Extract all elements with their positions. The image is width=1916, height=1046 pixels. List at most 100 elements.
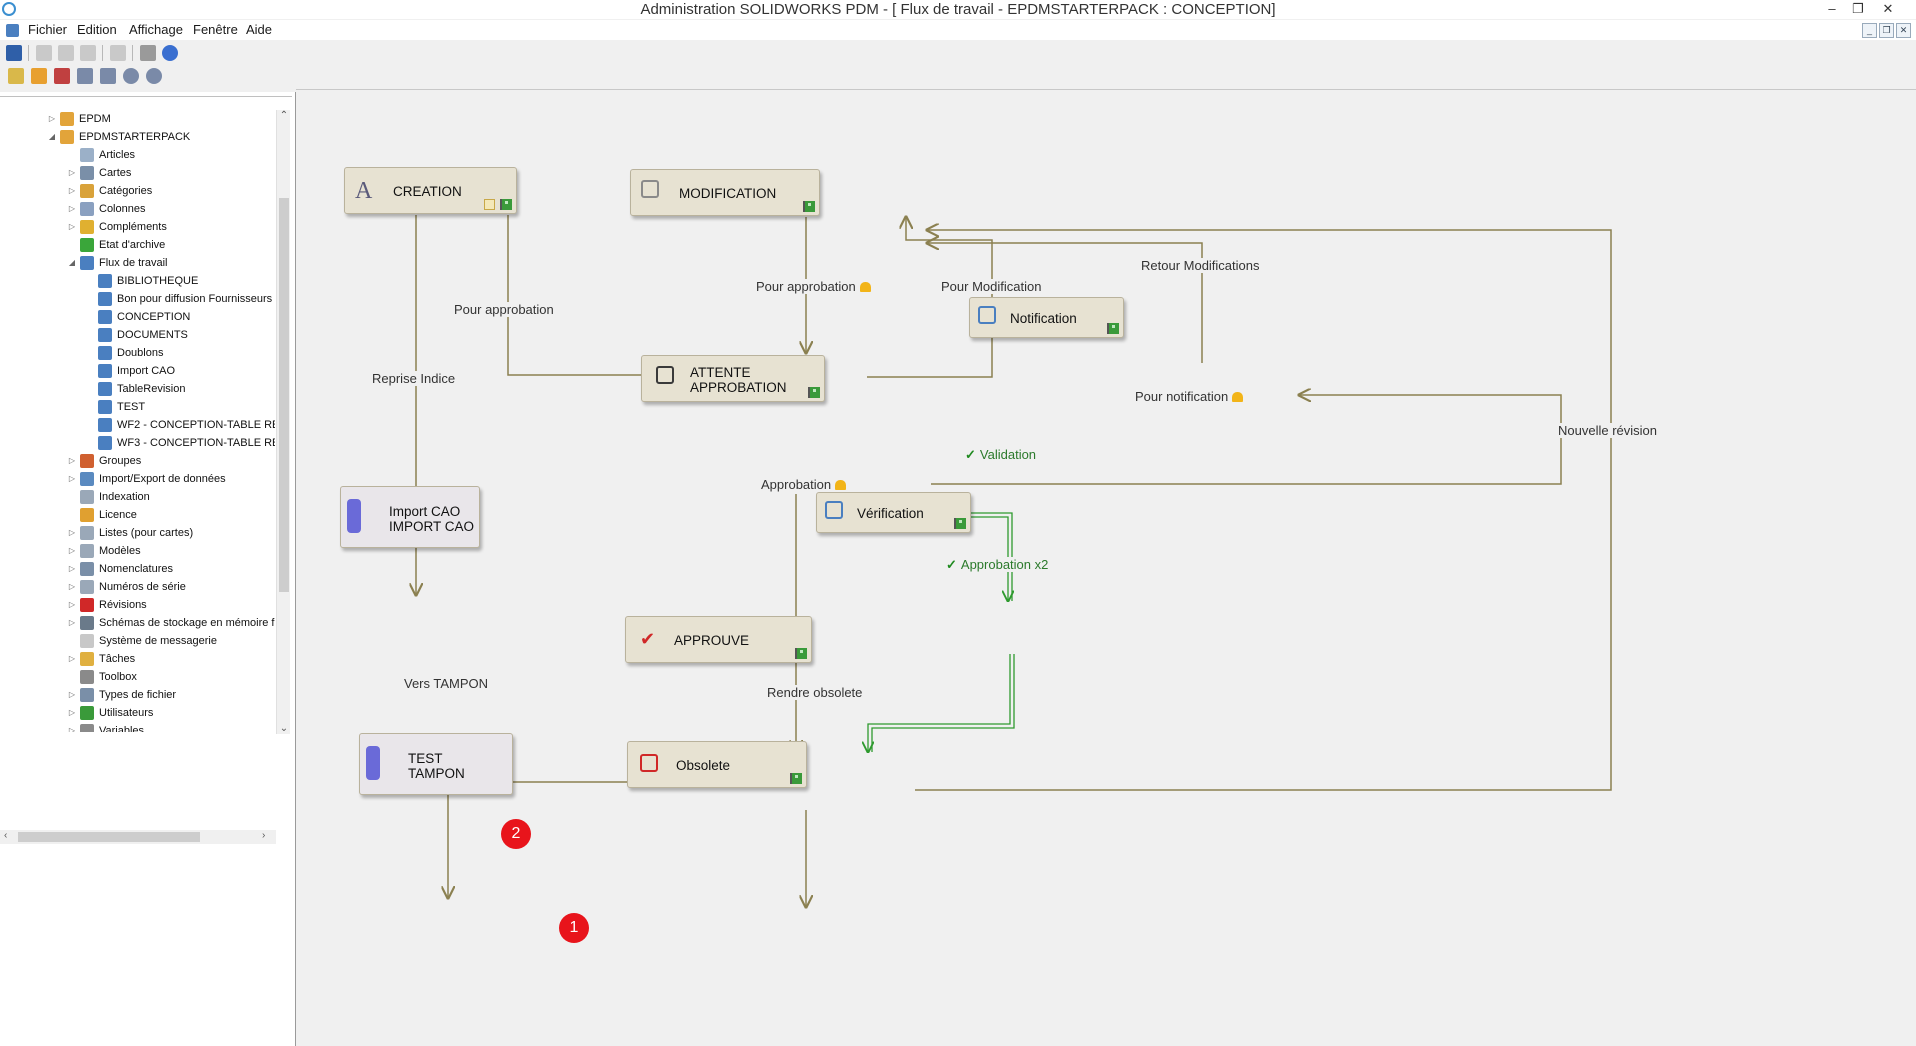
tree-item[interactable]: TableRevision [0, 380, 275, 398]
close-button[interactable]: ✕ [1882, 1, 1894, 16]
tree-item[interactable]: ▷Types de fichier [0, 686, 275, 704]
transition-label[interactable]: Pour approbation [753, 279, 874, 294]
expand-arrow-icon[interactable]: ▷ [68, 168, 76, 177]
expand-arrow-icon[interactable]: ▷ [68, 690, 76, 699]
expand-arrow-icon[interactable]: ▷ [68, 474, 76, 483]
tree-item[interactable]: WF2 - CONCEPTION-TABLE REV [0, 416, 275, 434]
transition-label[interactable]: ✓Validation [962, 447, 1040, 462]
transition-label[interactable]: Retour Modifications [1138, 258, 1263, 273]
scroll-up-icon[interactable]: ⌃ [279, 110, 289, 121]
expand-arrow-icon[interactable]: ▷ [68, 186, 76, 195]
zoom-region-icon[interactable] [77, 68, 93, 84]
properties-icon[interactable] [8, 68, 24, 84]
copy-icon[interactable] [58, 45, 74, 61]
scroll-thumb[interactable] [18, 832, 200, 842]
save-icon[interactable] [6, 45, 22, 61]
tree-item[interactable]: Licence [0, 506, 275, 524]
tree-item[interactable]: Doublons [0, 344, 275, 362]
state-verification[interactable]: Vérification [816, 492, 971, 533]
tree-item[interactable]: CONCEPTION [0, 308, 275, 326]
paste-icon[interactable] [80, 45, 96, 61]
state-approuve[interactable]: ✔APPROUVE [625, 616, 812, 663]
help-icon[interactable] [162, 45, 178, 61]
tree-item[interactable]: Etat d'archive [0, 236, 275, 254]
tree-item[interactable]: ▷Catégories [0, 182, 275, 200]
zoom-out-icon[interactable] [146, 68, 162, 84]
expand-arrow-icon[interactable]: ▷ [68, 582, 76, 591]
connect-icon[interactable] [31, 68, 47, 84]
menu-edition[interactable]: Edition [77, 22, 117, 37]
expand-arrow-icon[interactable]: ▷ [68, 600, 76, 609]
transition-label[interactable]: ✓Approbation x2 [943, 557, 1052, 572]
state-modification[interactable]: MODIFICATION [630, 169, 820, 216]
cut-icon[interactable] [36, 45, 52, 61]
minimize-button[interactable]: – [1828, 1, 1836, 16]
state-obsolete[interactable]: Obsolete [627, 741, 807, 788]
restore-button[interactable]: ❐ [1852, 1, 1864, 16]
state-test[interactable]: TEST TAMPON [359, 733, 513, 795]
tree-item[interactable]: ▷Groupes [0, 452, 275, 470]
tree-horizontal-scrollbar[interactable]: ‹ › [0, 830, 276, 844]
undo-icon[interactable] [110, 45, 126, 61]
tree-item[interactable]: Système de messagerie [0, 632, 275, 650]
state-import[interactable]: Import CAO IMPORT CAO [340, 486, 480, 548]
tree-item[interactable]: ▷Nomenclatures [0, 560, 275, 578]
mdi-close-button[interactable]: ✕ [1896, 23, 1911, 38]
tree-item[interactable]: ▷Modèles [0, 542, 275, 560]
expand-arrow-icon[interactable]: ▷ [68, 564, 76, 573]
transition-label[interactable]: Pour notification [1132, 389, 1247, 404]
state-attente[interactable]: ATTENTE APPROBATION [641, 355, 825, 402]
tree-item[interactable]: ▷Listes (pour cartes) [0, 524, 275, 542]
tree-item[interactable]: ▷Colonnes [0, 200, 275, 218]
tree-item[interactable]: ◢EPDMSTARTERPACK [0, 128, 275, 146]
tree-item[interactable]: ▷EPDM [0, 110, 275, 128]
mdi-restore-button[interactable]: ❐ [1879, 23, 1894, 38]
menu-fenetre[interactable]: Fenêtre [193, 22, 238, 37]
tree-item[interactable]: ▷Import/Export de données [0, 470, 275, 488]
tree-item[interactable]: ▷Variables [0, 722, 275, 732]
tree-item[interactable]: Bon pour diffusion Fournisseurs [0, 290, 275, 308]
transition-label[interactable]: Rendre obsolete [764, 685, 866, 700]
tree-item[interactable]: WF3 - CONCEPTION-TABLE REV [0, 434, 275, 452]
expand-arrow-icon[interactable]: ▷ [68, 528, 76, 537]
tree-item[interactable]: ▷Cartes [0, 164, 275, 182]
tree-item[interactable]: ▷Utilisateurs [0, 704, 275, 722]
transition-label[interactable]: Reprise Indice [369, 371, 459, 386]
scroll-down-icon[interactable]: ⌄ [279, 723, 289, 734]
tree-item[interactable]: Toolbox [0, 668, 275, 686]
expand-arrow-icon[interactable]: ◢ [68, 258, 76, 267]
tree-item[interactable]: DOCUMENTS [0, 326, 275, 344]
tree-item[interactable]: ▷Compléments [0, 218, 275, 236]
tree-item[interactable]: BIBLIOTHEQUE [0, 272, 275, 290]
transition-label[interactable]: Pour Modification [938, 279, 1045, 294]
tree-item[interactable]: ◢Flux de travail [0, 254, 275, 272]
tree-item[interactable]: ▷Schémas de stockage en mémoire fr [0, 614, 275, 632]
document-icon[interactable] [6, 24, 19, 37]
expand-arrow-icon[interactable]: ▷ [68, 546, 76, 555]
tree-item[interactable]: ▷Tâches [0, 650, 275, 668]
state-notification[interactable]: Notification [969, 297, 1124, 338]
menu-affichage[interactable]: Affichage [129, 22, 183, 37]
print-icon[interactable] [140, 45, 156, 61]
expand-arrow-icon[interactable]: ▷ [68, 222, 76, 231]
transition-label[interactable]: Approbation [758, 477, 850, 492]
expand-arrow-icon[interactable]: ▷ [68, 456, 76, 465]
mdi-minimize-button[interactable]: _ [1862, 23, 1877, 38]
tree-item[interactable]: TEST [0, 398, 275, 416]
transition-label[interactable]: Nouvelle révision [1555, 423, 1660, 438]
tree-item[interactable]: ▷Numéros de série [0, 578, 275, 596]
scroll-left-icon[interactable]: ‹ [4, 830, 8, 841]
transition-label[interactable]: Vers TAMPON [401, 676, 492, 691]
transition-label[interactable]: Pour approbation [451, 302, 557, 317]
expand-arrow-icon[interactable]: ▷ [68, 654, 76, 663]
menu-aide[interactable]: Aide [246, 22, 273, 37]
expand-arrow-icon[interactable]: ▷ [68, 618, 76, 627]
zoom-in-icon[interactable] [123, 68, 139, 84]
tree-item[interactable]: Indexation [0, 488, 275, 506]
expand-arrow-icon[interactable]: ▷ [68, 726, 76, 732]
scroll-thumb[interactable] [279, 198, 289, 592]
tree-item[interactable]: Articles [0, 146, 275, 164]
add-transition-icon[interactable] [54, 68, 70, 84]
